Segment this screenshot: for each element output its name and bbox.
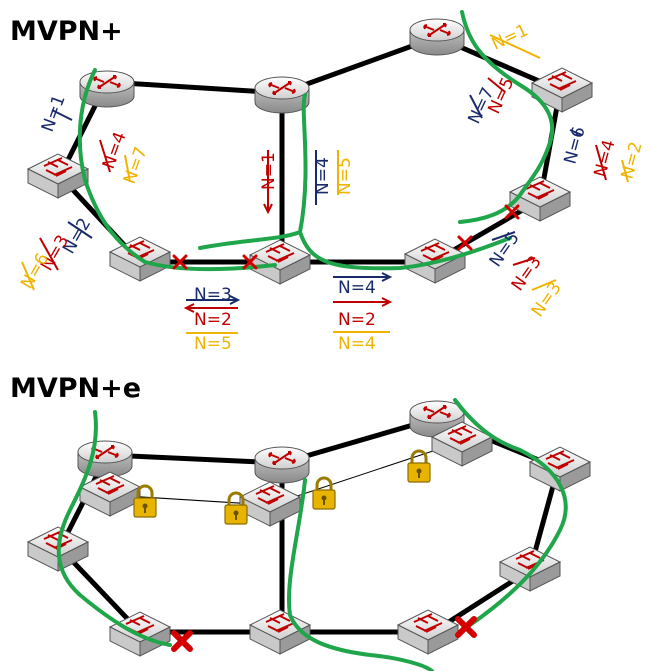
flow-label: N=4 (338, 334, 376, 354)
panel-title-bottom: MVPN+e (10, 373, 141, 404)
green-paths-bottom (56, 398, 568, 671)
router-icon (409, 18, 465, 56)
switch-icon (27, 153, 89, 199)
flow-label: N=4 (313, 157, 333, 195)
panel-title-top: MVPN+ (10, 16, 123, 47)
switch-icon (79, 471, 141, 517)
padlock-icon (223, 491, 249, 526)
flow-label: N=2 (194, 310, 232, 330)
flow-label: N=4 (338, 278, 376, 298)
broken-link-x-icon (458, 619, 474, 635)
flow-label: N=5 (194, 334, 232, 354)
flow-label: N=3 (508, 252, 546, 294)
padlock-icon (311, 476, 337, 511)
switch-icon (239, 481, 301, 527)
router-icon (254, 446, 310, 484)
switch-icon (531, 67, 593, 113)
padlock-icon (132, 484, 158, 519)
break-markers-top (172, 204, 520, 270)
flow-label: N=4 (591, 138, 620, 180)
broken-link-x-icon (174, 633, 190, 649)
flow-label: N=1 (38, 92, 70, 134)
switch-icon (249, 239, 311, 285)
flow-label: N=2 (338, 310, 376, 330)
switch-icon (397, 609, 459, 655)
flow-label: N=6 (561, 125, 590, 167)
green-paths-top (77, 10, 555, 272)
flow-label: N=3 (194, 285, 232, 305)
router-icon (254, 76, 310, 114)
flow-label: N=5 (335, 157, 355, 195)
